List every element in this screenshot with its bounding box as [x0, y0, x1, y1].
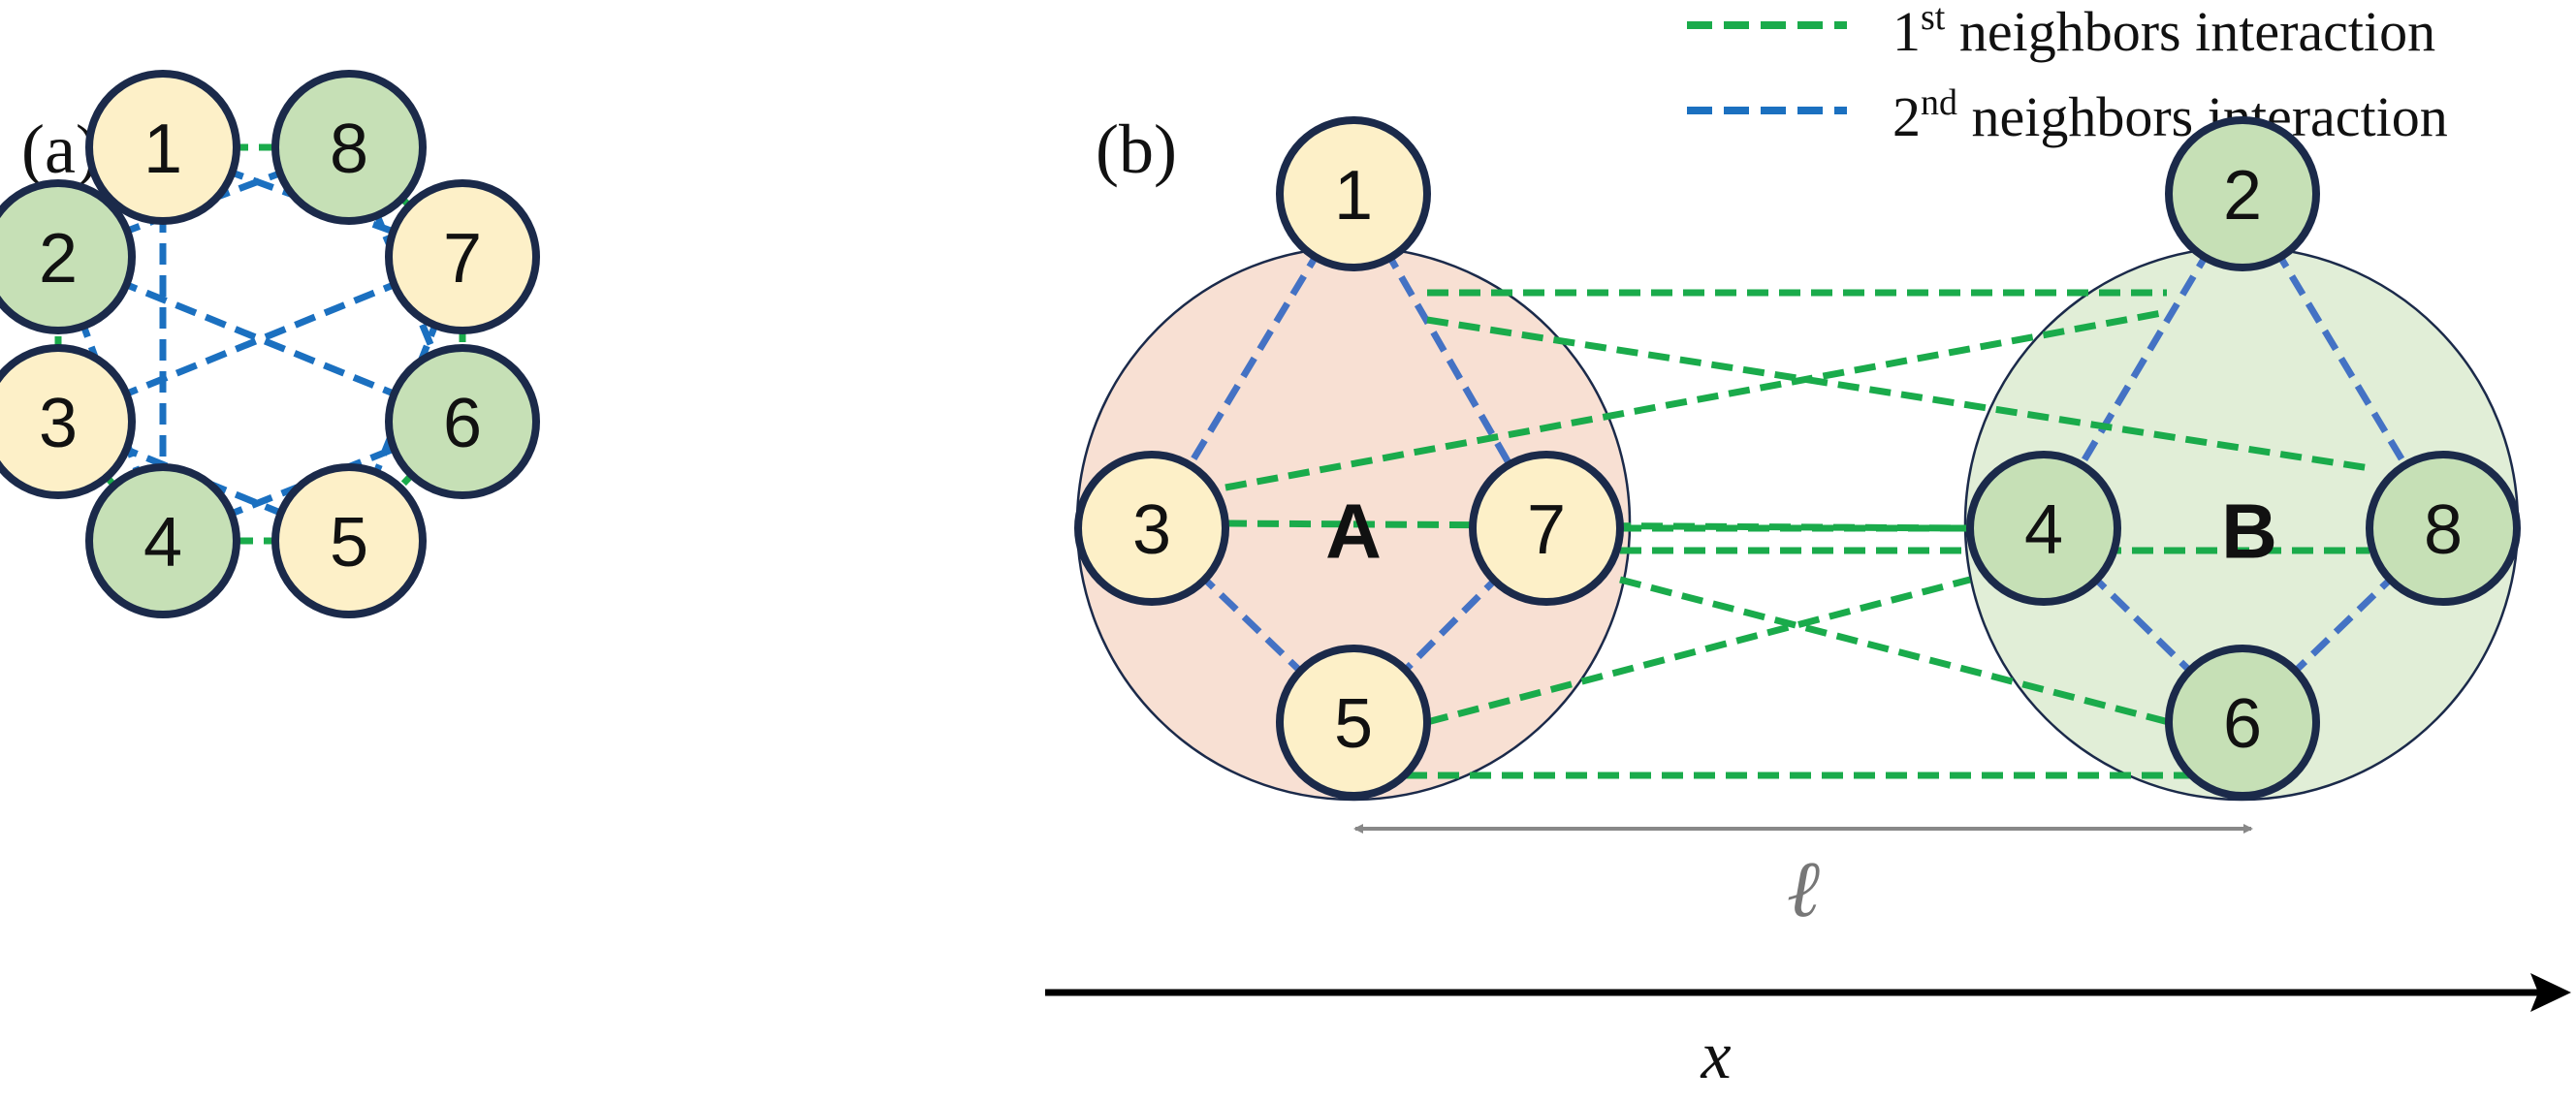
panel-a-node-circle-1: [85, 70, 240, 225]
panel-a-node-circle-7: [385, 179, 540, 334]
panel-a-node-label-6: 6: [443, 385, 482, 462]
panel-b-node-5: 5: [1276, 645, 1431, 800]
panel-b-node-label-5: 5: [1334, 685, 1373, 763]
panel-a-node-circle-8: [271, 70, 427, 225]
distance-label: ℓ: [1787, 845, 1820, 933]
panel-b-node-4: 4: [1966, 451, 2121, 606]
panel-a-node-circle-6: [385, 344, 540, 499]
panel-b-node-circle-2: [2165, 116, 2320, 271]
panel-b-node-label-1: 1: [1334, 157, 1373, 235]
legend-first-neighbor-label: 1st neighbors interaction: [1892, 0, 2435, 63]
panel-b-node-circle-5: [1276, 645, 1431, 800]
legend-second-neighbor-label: 2nd neighbors interaction: [1892, 82, 2448, 148]
panel-a-node-3: 3: [0, 344, 136, 499]
panel-a-node-5: 5: [271, 463, 427, 618]
panel-a-node-circle-3: [0, 344, 136, 499]
panel-b-node-label-4: 4: [2024, 491, 2063, 569]
panel-a-node-label-5: 5: [330, 504, 368, 582]
cluster-a-label: A: [1325, 488, 1382, 575]
panel-b-node-circle-7: [1469, 451, 1624, 606]
panel-b-node-label-7: 7: [1527, 491, 1566, 569]
panel-a-node-7: 7: [385, 179, 540, 334]
panel-b-node-label-6: 6: [2223, 685, 2262, 763]
panel-b-node-3: 3: [1074, 451, 1229, 606]
panel-b-node-label-3: 3: [1132, 491, 1171, 569]
panel-b-node-circle-3: [1074, 451, 1229, 606]
panel-a-node-label-1: 1: [143, 110, 182, 188]
panel-b-node-circle-4: [1966, 451, 2121, 606]
panel-b-inter-edge-5-4: [1426, 576, 1971, 726]
panel-a-nodes: 1 8 2 7 3 6 4 5: [0, 70, 540, 618]
panel-a-node-circle-4: [85, 463, 240, 618]
panel-b-node-label-2: 2: [2223, 157, 2262, 235]
panel-b-label: (b): [1096, 110, 1177, 188]
panel-b-node-circle-8: [2366, 451, 2521, 606]
panel-a-node-8: 8: [271, 70, 427, 225]
panel-a-node-label-2: 2: [39, 220, 78, 298]
panel-a-node-label-8: 8: [330, 110, 368, 188]
panel-b-node-2: 2: [2165, 116, 2320, 271]
panel-a-node-2: 2: [0, 179, 136, 334]
panel-b-node-circle-6: [2165, 645, 2320, 800]
x-axis-arrowhead: [2530, 973, 2571, 1012]
panel-a-node-label-3: 3: [39, 385, 78, 462]
panel-b-node-8: 8: [2366, 451, 2521, 606]
panel-a-node-circle-5: [271, 463, 427, 618]
cluster-b-label: B: [2221, 488, 2277, 575]
panel-b-node-circle-1: [1276, 116, 1431, 271]
panel-a-node-circle-2: [0, 179, 136, 334]
panel-a-node-6: 6: [385, 344, 540, 499]
x-axis-label: x: [1700, 1019, 1731, 1093]
panel-a-node-label-4: 4: [143, 504, 182, 582]
panel-b-clusters: [1075, 245, 2520, 802]
panel-a-node-label-7: 7: [443, 220, 482, 298]
panel-b-node-label-8: 8: [2424, 491, 2463, 569]
panel-a-node-4: 4: [85, 463, 240, 618]
legend: 1st neighbors interaction 2nd neighbors …: [1687, 0, 2448, 148]
panel-b-node-7: 7: [1469, 451, 1624, 606]
panel-b-node-6: 6: [2165, 645, 2320, 800]
panel-b-node-1: 1: [1276, 116, 1431, 271]
panel-b-nodes: 1 3 7 5 2 4 8 6: [1074, 116, 2521, 800]
panel-a-node-1: 1: [85, 70, 240, 225]
